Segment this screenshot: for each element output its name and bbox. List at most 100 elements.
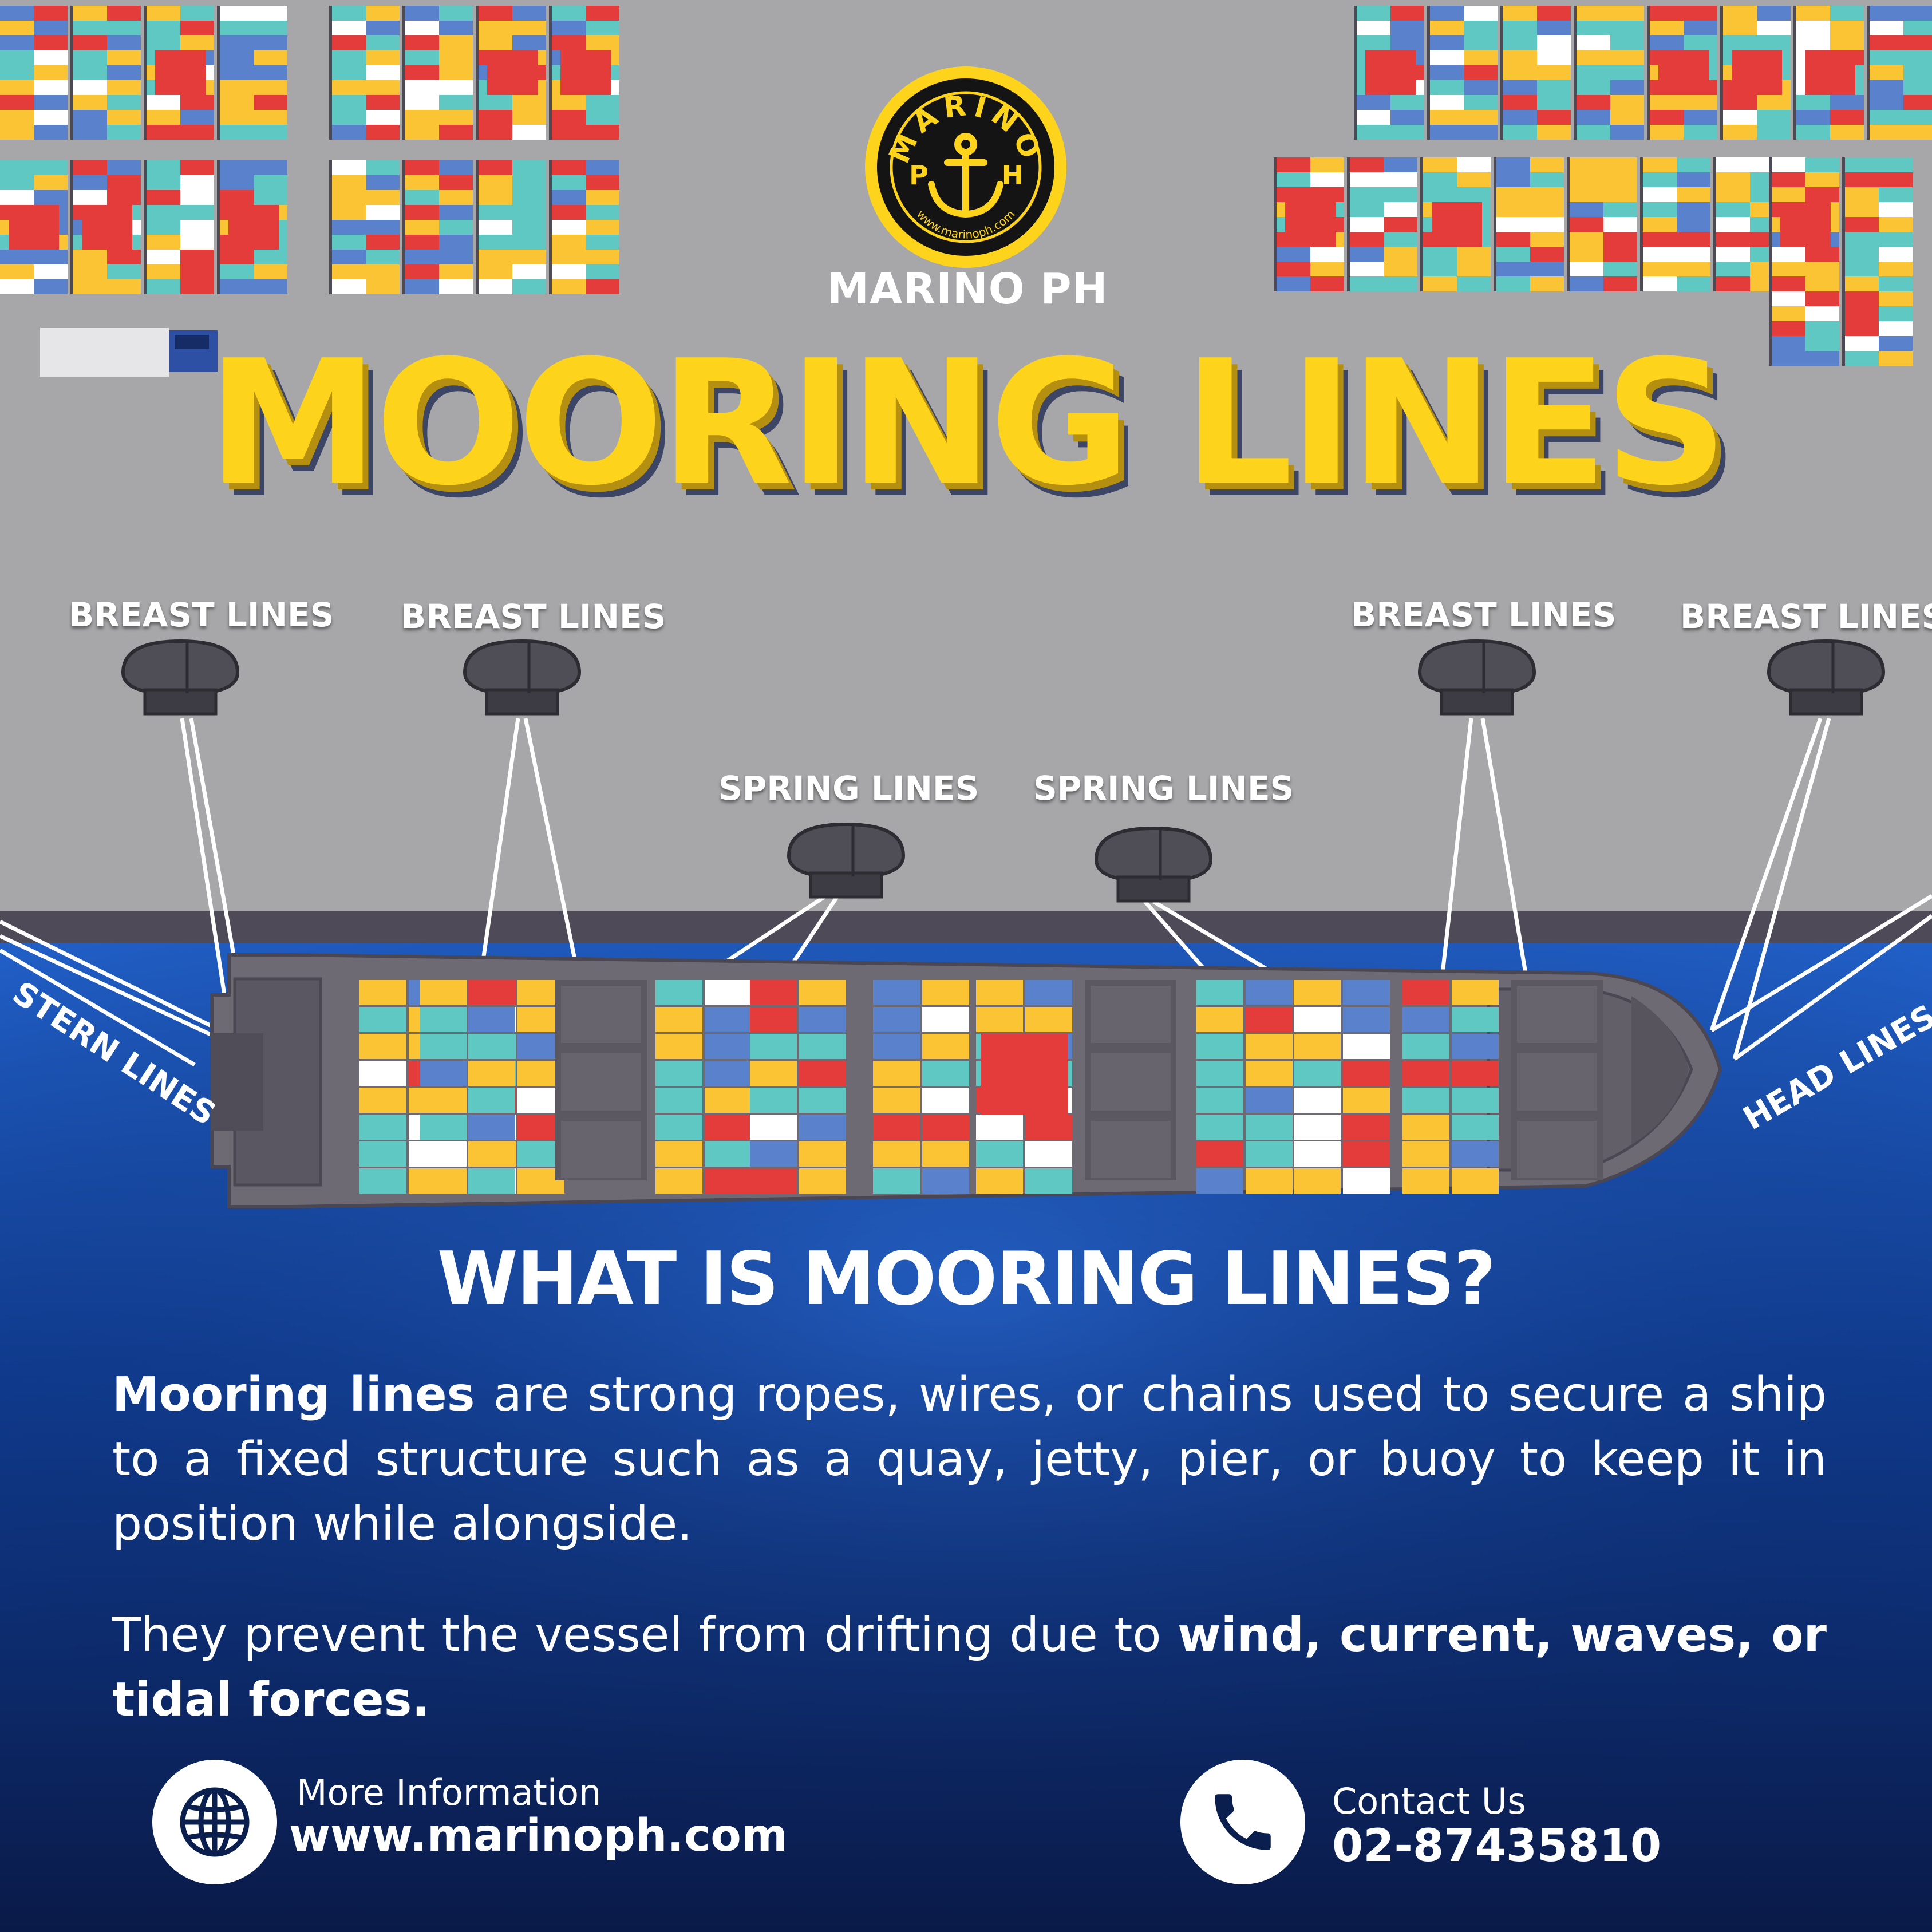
yard-container bbox=[1772, 172, 1805, 187]
yard-container bbox=[1503, 80, 1537, 95]
ship-hatch-panel bbox=[1091, 1053, 1171, 1111]
ship-container bbox=[922, 980, 969, 1005]
ship-container bbox=[655, 1168, 702, 1194]
bollard bbox=[121, 639, 240, 716]
yard-container bbox=[439, 65, 473, 80]
contact-phone[interactable]: 02-87435810 bbox=[1332, 1820, 1662, 1872]
yard-container bbox=[34, 250, 68, 264]
ship-container bbox=[1294, 1007, 1341, 1032]
yard-container bbox=[1845, 157, 1879, 172]
yard-container bbox=[1603, 262, 1637, 276]
ship-hatch-panel bbox=[561, 986, 641, 1043]
yard-divider bbox=[476, 6, 479, 140]
yard-container bbox=[1870, 6, 1903, 21]
yard-container bbox=[34, 80, 68, 95]
yard-container bbox=[332, 205, 366, 220]
yard-container bbox=[1772, 157, 1805, 172]
yard-container bbox=[73, 50, 107, 65]
yard-container bbox=[107, 65, 141, 80]
yard-container bbox=[1603, 187, 1637, 202]
yard-container bbox=[366, 250, 400, 264]
phone-button[interactable] bbox=[1180, 1760, 1305, 1884]
yard-container bbox=[1530, 217, 1564, 232]
yard-container bbox=[1430, 65, 1464, 80]
website-link[interactable]: www.marinoph.com bbox=[289, 1810, 788, 1862]
ship-container bbox=[468, 980, 515, 1005]
yard-container bbox=[220, 125, 254, 140]
ship-container bbox=[468, 1115, 515, 1140]
yard-container bbox=[73, 110, 107, 125]
yard-container bbox=[0, 125, 34, 140]
ship-container bbox=[1402, 1115, 1449, 1140]
anchor-icon bbox=[928, 133, 1003, 218]
yard-container bbox=[405, 175, 439, 190]
yard-container bbox=[1277, 247, 1310, 262]
yard-container bbox=[107, 80, 141, 95]
yard-container bbox=[1903, 95, 1932, 110]
yard-container bbox=[73, 125, 107, 140]
yard-container bbox=[1530, 247, 1564, 262]
yard-container bbox=[147, 190, 180, 205]
bollard-base bbox=[485, 688, 559, 716]
yard-container bbox=[366, 279, 400, 294]
yard-divider bbox=[1720, 6, 1723, 140]
yard-container bbox=[220, 190, 254, 205]
yard-container bbox=[1430, 125, 1464, 140]
yard-container-large bbox=[155, 50, 206, 95]
yard-container bbox=[1650, 95, 1684, 110]
yard-container bbox=[1870, 65, 1903, 80]
bollard-cap bbox=[463, 639, 582, 697]
yard-container bbox=[1716, 276, 1750, 291]
ship-container bbox=[1343, 980, 1390, 1005]
yard-container bbox=[1610, 21, 1644, 35]
yard-container bbox=[1830, 125, 1864, 140]
yard-container bbox=[1650, 6, 1684, 21]
yard-container bbox=[1384, 187, 1417, 202]
ship-container bbox=[1452, 1088, 1499, 1113]
yard-container bbox=[1350, 187, 1384, 202]
yard-container bbox=[147, 6, 180, 21]
ship-container bbox=[799, 1168, 846, 1194]
website-button[interactable] bbox=[152, 1760, 277, 1884]
ship-container bbox=[799, 1141, 846, 1167]
ship-container bbox=[750, 1007, 797, 1032]
yard-container bbox=[73, 175, 107, 190]
yard-container bbox=[479, 250, 512, 264]
breast-lines-label-4: BREAST LINES bbox=[1680, 597, 1932, 636]
ship-container bbox=[420, 1061, 467, 1086]
ship-container bbox=[1452, 1168, 1499, 1194]
yard-container bbox=[180, 175, 214, 190]
yard-container bbox=[1677, 187, 1710, 202]
yard-divider bbox=[476, 160, 479, 294]
yard-container bbox=[147, 160, 180, 175]
ship-container bbox=[976, 1007, 1023, 1032]
yard-container bbox=[586, 250, 619, 264]
yard-container bbox=[254, 6, 287, 21]
bollard bbox=[1094, 826, 1213, 903]
yard-container bbox=[1423, 187, 1457, 202]
yard-divider bbox=[144, 160, 147, 294]
yard-container bbox=[1870, 80, 1903, 95]
yard-container bbox=[220, 21, 254, 35]
yard-container bbox=[1879, 202, 1913, 217]
yard-container bbox=[1390, 35, 1424, 50]
yard-container bbox=[1805, 291, 1839, 306]
ship-container bbox=[1196, 1141, 1243, 1167]
ship-container bbox=[1196, 1115, 1243, 1140]
yard-container bbox=[1845, 247, 1879, 262]
yard-container bbox=[254, 21, 287, 35]
yard-container bbox=[1643, 247, 1677, 262]
ship-container bbox=[705, 1168, 752, 1194]
yard-divider bbox=[1420, 157, 1423, 291]
bollards bbox=[121, 639, 1886, 903]
yard-container bbox=[479, 220, 512, 235]
yard-container bbox=[180, 110, 214, 125]
yard-container bbox=[366, 160, 400, 175]
yard-container bbox=[180, 279, 214, 294]
yard-container bbox=[1772, 187, 1805, 202]
yard-container bbox=[1457, 247, 1491, 262]
ship-container bbox=[1343, 1088, 1390, 1113]
yard-container bbox=[1643, 172, 1677, 187]
